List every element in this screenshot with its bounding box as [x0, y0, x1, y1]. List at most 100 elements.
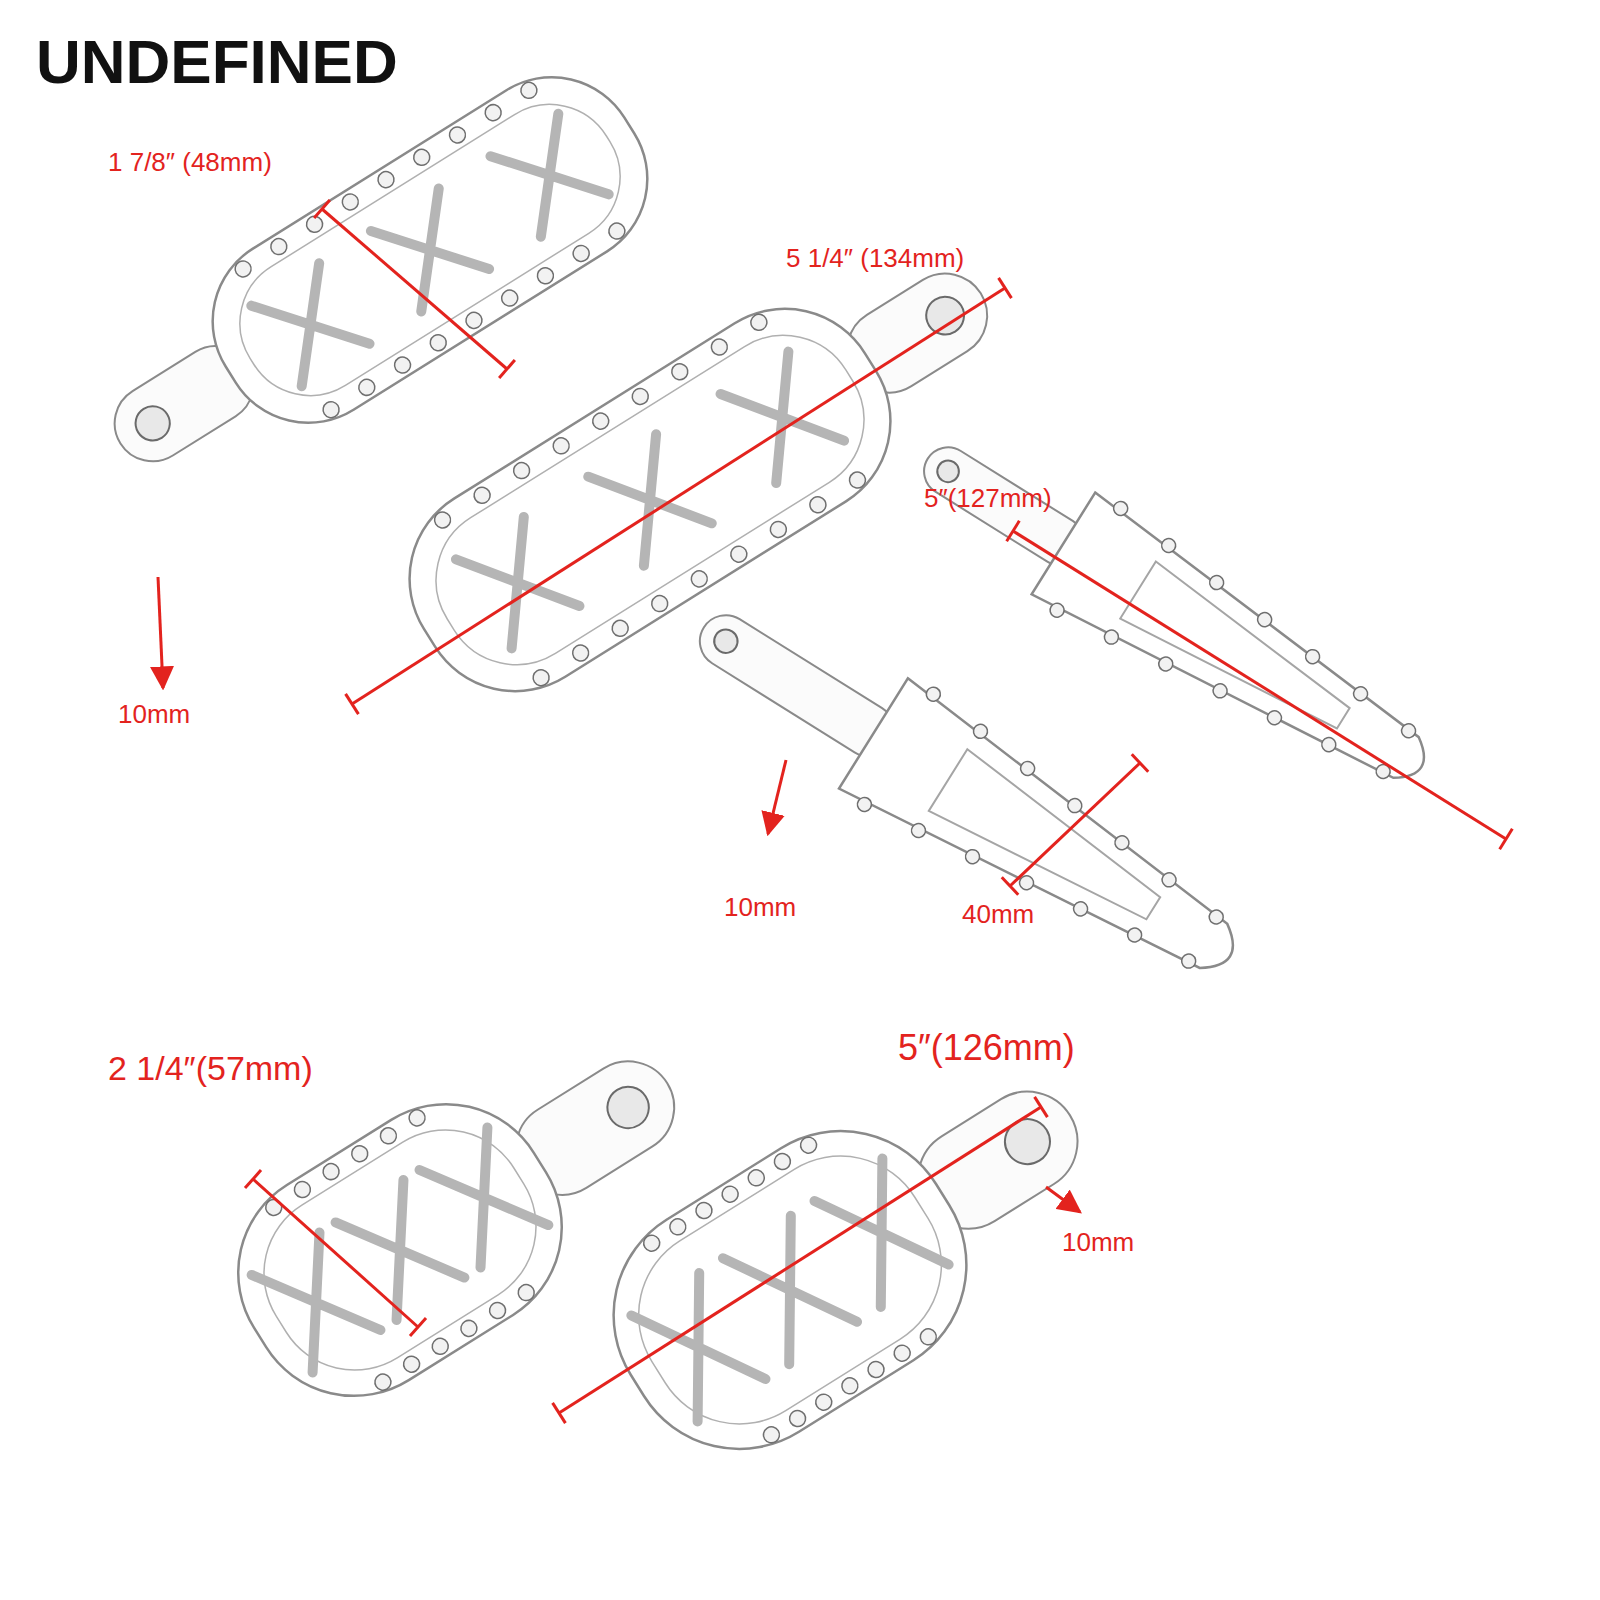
peg-rim	[215, 79, 645, 420]
spike	[688, 568, 710, 590]
spike	[320, 399, 342, 421]
spike	[924, 685, 943, 704]
spike	[530, 667, 552, 689]
spike	[427, 332, 449, 354]
spike	[429, 1335, 451, 1357]
peg-body	[839, 678, 1264, 1011]
spike	[349, 1143, 371, 1165]
cross-rib	[490, 114, 608, 237]
brand-watermark: UNDEFINED	[36, 28, 398, 96]
cutout	[1120, 562, 1361, 747]
spike	[471, 484, 493, 506]
spike	[487, 1299, 509, 1321]
cross-rib	[588, 434, 711, 565]
cross-rib	[420, 1128, 549, 1268]
mount-hole	[129, 400, 176, 447]
spike	[411, 146, 433, 168]
spike	[693, 1199, 715, 1221]
cross-rib	[336, 1180, 465, 1320]
dimension-label: 1 7/8″ (48mm)	[108, 148, 272, 177]
spike	[807, 494, 829, 516]
spike	[1018, 759, 1037, 778]
spike	[356, 376, 378, 398]
spike	[649, 593, 671, 615]
spike	[667, 1216, 689, 1238]
dimension-line	[1002, 754, 1148, 894]
dimension-label: 10mm	[724, 893, 796, 922]
spike	[590, 410, 612, 432]
spike	[771, 1150, 793, 1172]
spike	[1112, 833, 1131, 852]
spike	[1207, 907, 1226, 926]
cross-rib	[371, 189, 489, 312]
spike	[1111, 499, 1130, 518]
spike	[891, 1342, 913, 1364]
cross-rib	[251, 263, 369, 386]
dimension-line	[553, 1097, 1048, 1423]
leader-arrow	[1046, 1187, 1080, 1212]
spike	[708, 336, 730, 358]
foot-peg	[571, 1009, 1136, 1491]
spike	[760, 1424, 782, 1446]
spike	[268, 236, 290, 258]
spike	[263, 1196, 285, 1218]
peg-rim	[408, 308, 891, 693]
cross-rib	[721, 352, 844, 483]
spike	[1255, 610, 1274, 629]
dimension-label: 10mm	[118, 700, 190, 729]
spike	[1303, 647, 1322, 666]
spike	[1207, 573, 1226, 592]
dimension-line	[245, 1170, 426, 1336]
spike	[291, 1178, 313, 1200]
spike	[401, 1353, 423, 1375]
spike	[518, 79, 540, 101]
leader-arrow	[158, 577, 163, 688]
spike	[669, 361, 691, 383]
spike	[1179, 951, 1198, 970]
leader-arrow	[768, 760, 786, 834]
mount-hole	[933, 456, 963, 486]
spike	[787, 1407, 809, 1429]
spike	[813, 1391, 835, 1413]
spike	[1125, 925, 1144, 944]
spike	[463, 309, 485, 331]
spike	[963, 847, 982, 866]
spike	[458, 1317, 480, 1339]
mount-hole	[600, 1079, 657, 1136]
peg-rim	[606, 1123, 975, 1457]
spike	[798, 1134, 820, 1156]
spike	[372, 1371, 394, 1393]
dimension-label: 10mm	[1062, 1228, 1134, 1257]
peg-body	[1032, 493, 1453, 818]
spike	[606, 220, 628, 242]
peg-rim	[234, 1099, 567, 1400]
spike	[629, 385, 651, 407]
spike	[745, 1167, 767, 1189]
spike	[570, 242, 592, 264]
spike	[865, 1358, 887, 1380]
spike	[499, 287, 521, 309]
spike	[1102, 627, 1121, 646]
spike	[748, 311, 770, 333]
dimension-label: 40mm	[962, 900, 1034, 929]
spike	[1210, 681, 1229, 700]
spike	[971, 722, 990, 741]
dimension-label: 5″(126mm)	[898, 1028, 1075, 1068]
spike	[1265, 708, 1284, 727]
spike	[855, 795, 874, 814]
spike	[377, 1125, 399, 1147]
cutout	[929, 749, 1173, 939]
spike	[1156, 654, 1175, 673]
cross-rib	[252, 1233, 381, 1373]
spike	[482, 102, 504, 124]
spike	[446, 124, 468, 146]
spike	[432, 509, 454, 531]
peg-body	[199, 1065, 601, 1435]
spike	[1071, 899, 1090, 918]
spike	[909, 821, 928, 840]
spike	[1351, 684, 1370, 703]
spike	[339, 191, 361, 213]
spike	[917, 1326, 939, 1348]
spike	[1319, 735, 1338, 754]
spike	[320, 1161, 342, 1183]
